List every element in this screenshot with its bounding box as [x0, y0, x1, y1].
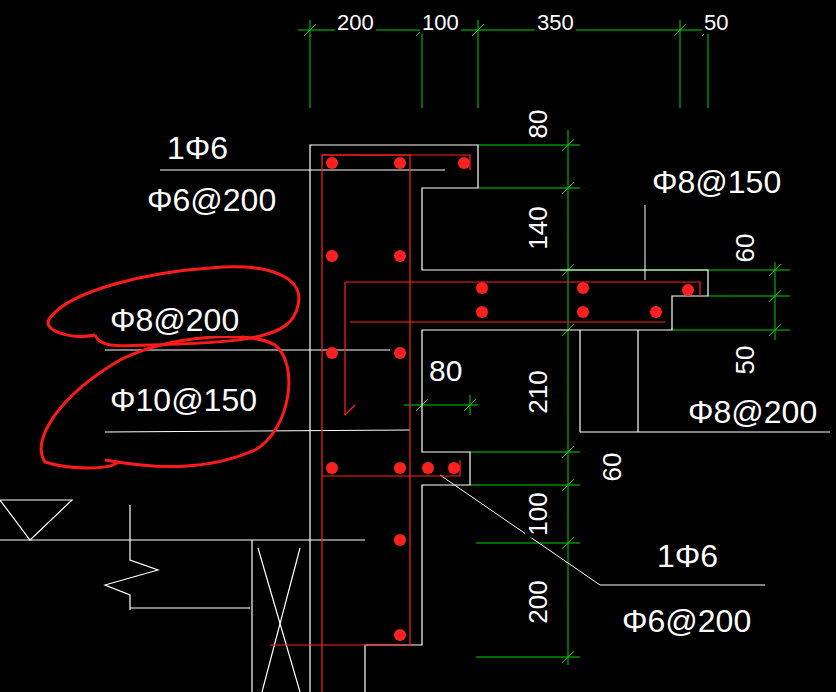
dimension-text: 50: [732, 344, 758, 377]
dimension-text: 60: [599, 451, 625, 484]
rebar-callout: 80: [427, 356, 464, 386]
leader-lines: [105, 170, 765, 585]
rebar-callout: 1Φ6: [655, 540, 720, 572]
dimension-text: 200: [525, 578, 551, 625]
rebar-callout: Φ8@200: [108, 304, 241, 336]
rebar-callout: Φ6@200: [620, 605, 753, 637]
rebar-callout: Φ8@200: [686, 396, 819, 428]
dimension-text: 80: [525, 108, 551, 141]
rebar-callout: Φ10@150: [108, 384, 259, 416]
dimension-text: 210: [525, 368, 551, 415]
dimension-text: 100: [525, 490, 551, 537]
dimension-text: 200: [335, 12, 376, 34]
dimension-text: 50: [702, 12, 730, 34]
dimension-text: 60: [732, 232, 758, 265]
concrete-outline: [0, 145, 830, 692]
hand-marks: [41, 267, 299, 468]
dimension-text: 350: [535, 12, 576, 34]
rebar-callout: Φ8@150: [650, 166, 783, 198]
dimension-text: 100: [420, 12, 461, 34]
dimension-text: 140: [525, 204, 551, 251]
rebar-callout: Φ6@200: [145, 184, 278, 216]
dimension-lines: [298, 20, 790, 665]
rebar-dots: [326, 157, 694, 641]
rebar-callout: 1Φ6: [165, 132, 230, 164]
